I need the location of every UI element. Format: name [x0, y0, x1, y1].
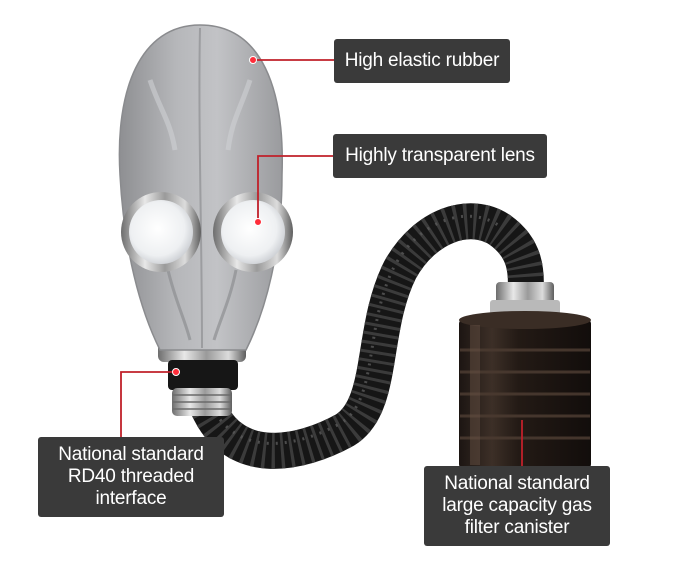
label-line: interface: [95, 488, 167, 509]
label-filter-canister: National standard large capacity gas fil…: [424, 466, 610, 546]
label-high-elastic-rubber: High elastic rubber: [334, 39, 510, 83]
filter-canister: [459, 282, 591, 470]
left-lens: [121, 192, 201, 272]
label-line: RD40 threaded: [67, 466, 195, 487]
label-line: National standard: [58, 444, 204, 465]
pointer-lines: [120, 56, 523, 466]
label-transparent-lens: Highly transparent lens: [333, 134, 547, 178]
label-line: filter canister: [464, 517, 570, 538]
label-text: Highly transparent lens: [345, 145, 535, 166]
label-line: large capacity gas: [442, 495, 592, 516]
label-threaded-interface: National standard RD40 threaded interfac…: [38, 437, 224, 517]
breathing-hose: [187, 203, 544, 469]
label-line: National standard: [444, 473, 590, 494]
threaded-connector: [158, 342, 246, 416]
label-text: High elastic rubber: [344, 50, 500, 71]
right-lens: [213, 192, 293, 272]
